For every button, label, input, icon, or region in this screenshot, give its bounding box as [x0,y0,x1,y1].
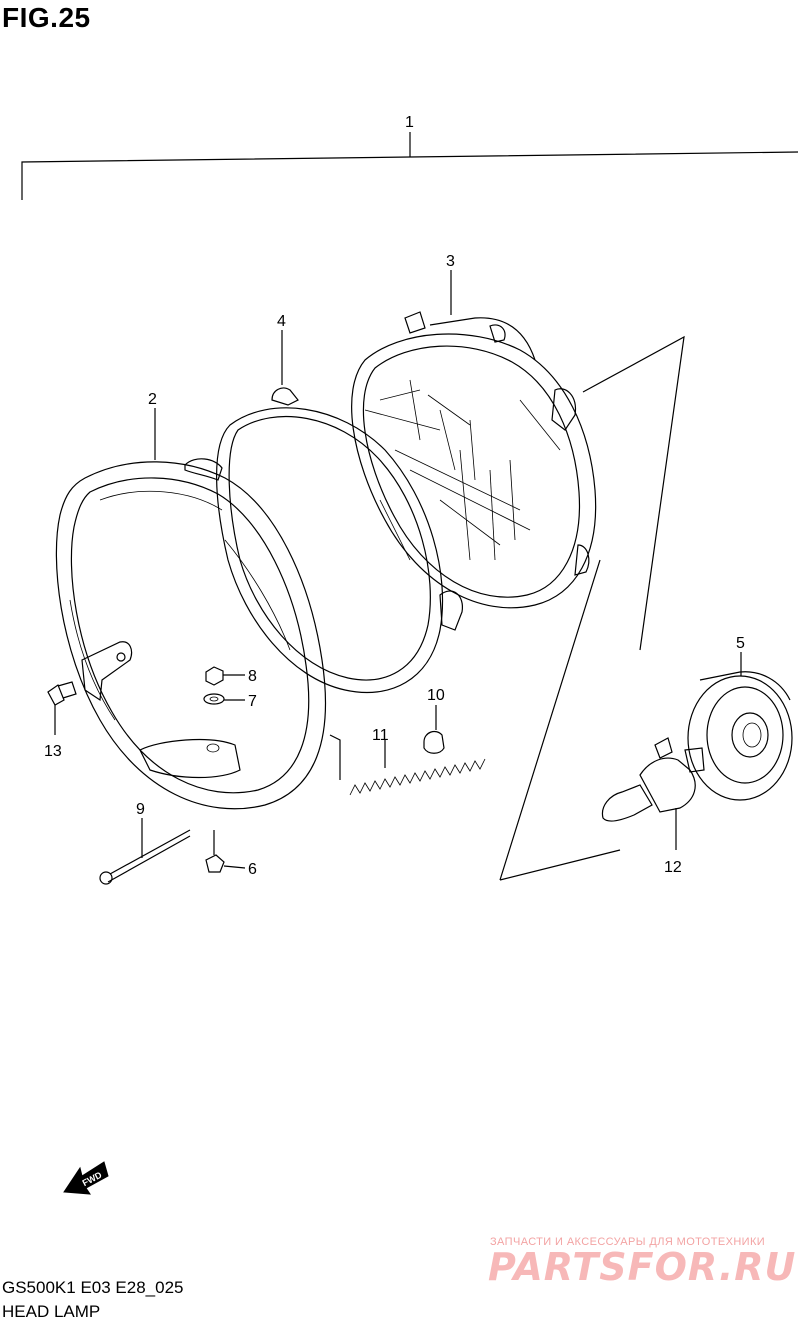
callout-6: 6 [248,861,257,878]
callout-7: 7 [248,693,257,710]
watermark-brand: PARTSFOR.RU [488,1245,796,1289]
fwd-arrow-icon: FWD [63,1161,109,1195]
nut-8 [205,666,245,686]
leader-lines [154,270,742,676]
callout-13: 13 [44,743,62,760]
seal-ring [216,387,464,694]
callout-10: 10 [427,687,445,704]
watermark-tagline: ЗАПЧАСТИ И АКСЕССУАРЫ ДЛЯ МОТОТЕХНИКИ [490,1236,765,1248]
callout-5: 5 [736,635,745,652]
headlamp-rim [55,458,327,810]
callout-4: 4 [277,313,286,330]
callout-3: 3 [446,253,455,270]
callout-8: 8 [248,668,257,685]
callout-11: 11 [372,727,389,744]
part-group-name: HEAD LAMP [2,1302,101,1321]
callout-2: 2 [148,391,157,408]
adjuster-10 [423,705,445,754]
assembly-bracket [21,132,799,200]
bolt-9 [99,818,191,885]
socket-cover [687,671,793,801]
callout-9: 9 [136,801,145,818]
model-code: GS500K1 E03 E28_025 [2,1278,184,1297]
headlamp-unit [351,311,597,609]
bolt-6 [205,830,246,873]
callout-12: 12 [664,859,682,876]
spring-11 [329,734,486,796]
washer-7 [203,693,245,705]
callout-1: 1 [405,114,414,131]
exploded-frame [499,335,685,881]
figure-title: FIG.25 [2,2,91,33]
screw-13 [47,681,77,735]
headlamp-bulb [601,737,705,850]
